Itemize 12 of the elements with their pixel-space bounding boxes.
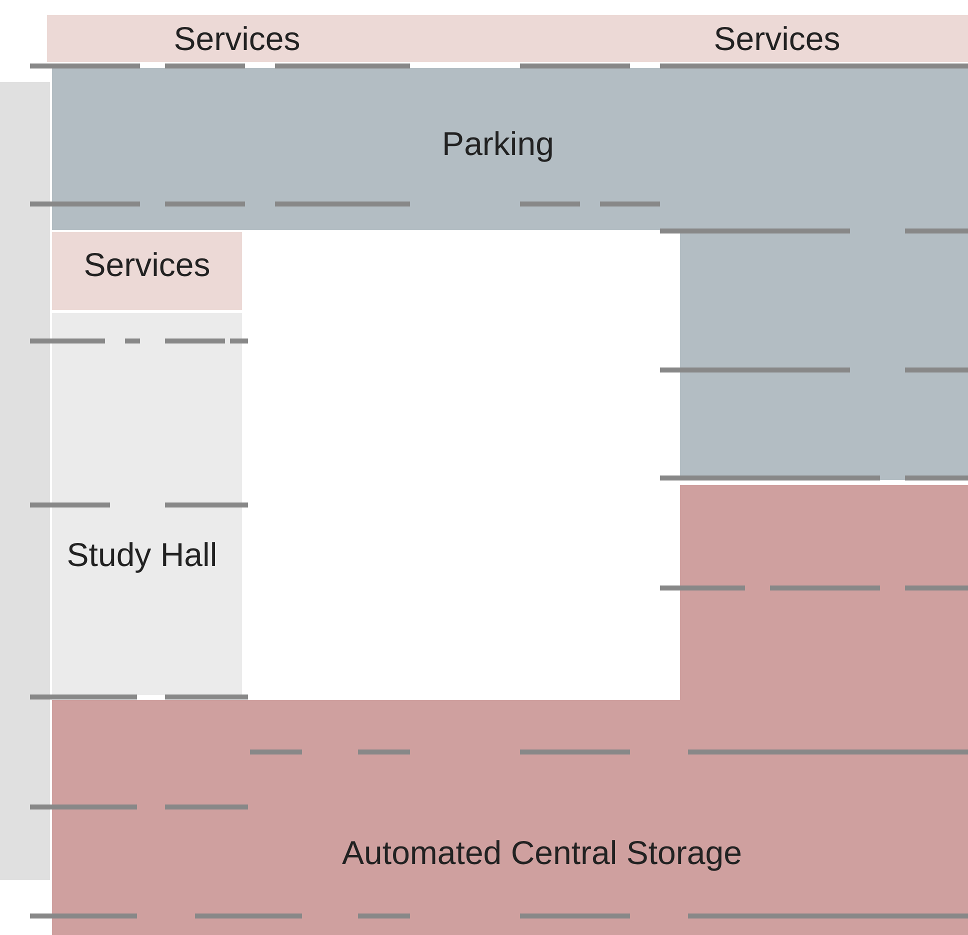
parking-zone [52, 68, 968, 480]
zone-label: Services [174, 20, 300, 58]
zone-label: Automated Central Storage [342, 834, 742, 872]
zone-label: Services [84, 246, 210, 284]
storage-zone [52, 485, 968, 935]
zone-label: Services [714, 20, 840, 58]
study-hall-zone [52, 313, 242, 695]
services-zone [52, 232, 242, 310]
zone-label: Parking [442, 125, 554, 163]
zone-label: Study Hall [66, 536, 218, 574]
services-zone [47, 15, 508, 62]
services-zone [508, 15, 968, 62]
